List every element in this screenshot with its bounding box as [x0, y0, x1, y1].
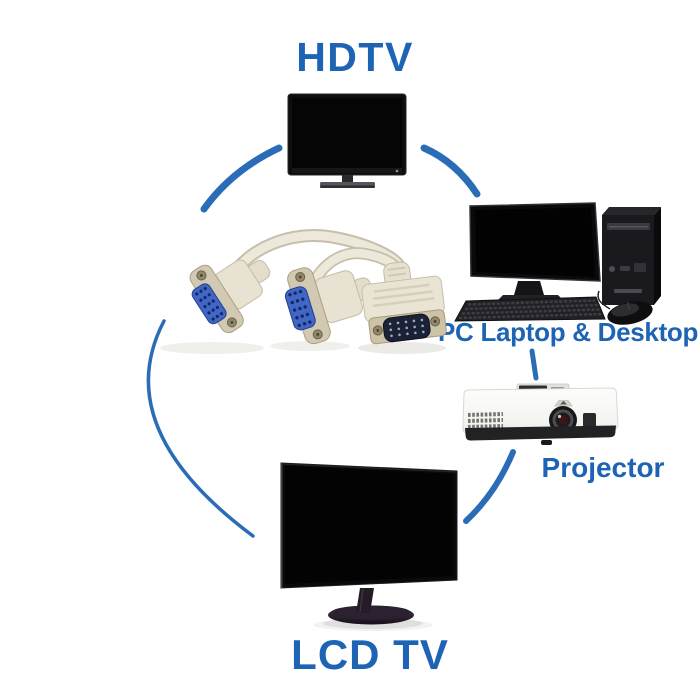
pc-desktop-image — [448, 193, 676, 335]
pc-label: PC Laptop & Desktop — [438, 317, 699, 347]
hdtv-label: HDTV — [296, 34, 414, 80]
vga-y-splitter-cable-image — [150, 222, 455, 362]
pc-tower-top — [602, 207, 661, 215]
connector-line-pc-projector — [529, 348, 539, 381]
projector-label: Projector — [541, 452, 665, 483]
vga-female-connector-left — [189, 259, 271, 334]
lcd-tv-image — [268, 455, 468, 633]
arc-top-right — [420, 144, 481, 198]
projector-vent-grille — [467, 412, 504, 429]
pc-monitor-stand — [514, 281, 544, 295]
hdtv-screen — [292, 98, 402, 168]
vga-male-connector — [361, 261, 447, 345]
hdtv-stand-neck — [342, 175, 353, 182]
lcd-screen — [285, 466, 453, 584]
pc-mouse-cable — [597, 290, 611, 310]
vga-female-connector-middle — [284, 267, 374, 345]
arc-left — [146, 319, 255, 538]
arc-bottom-right — [463, 449, 516, 524]
hdtv-stand-base — [320, 182, 375, 186]
hdtv-tv-image — [286, 92, 410, 190]
pc-monitor-screen — [475, 207, 595, 277]
projector-ir-window — [583, 413, 596, 427]
projector-base — [465, 425, 616, 441]
projector-image — [455, 378, 625, 450]
arc-top-left — [200, 144, 283, 213]
pc-mouse — [607, 301, 653, 325]
pc-tower-side — [654, 207, 661, 305]
lcd-tv-label: LCD TV — [291, 631, 449, 678]
